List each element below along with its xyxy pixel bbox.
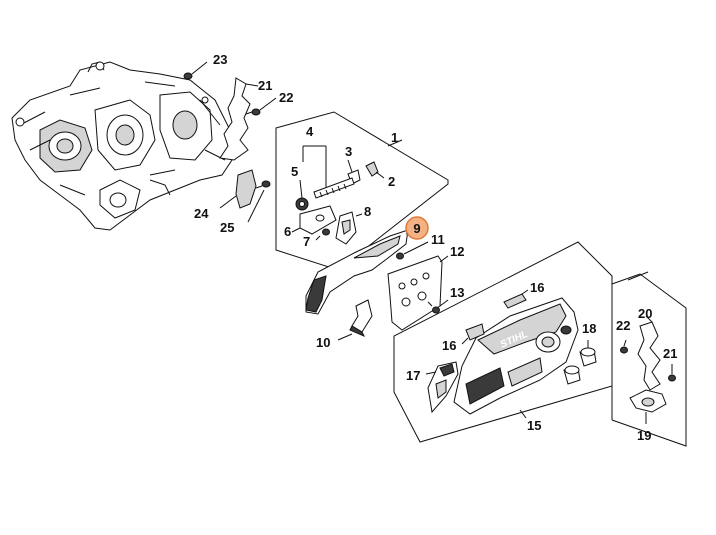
callout-26: 24	[194, 206, 209, 221]
engine-housing	[11, 61, 233, 231]
part-15-sprocket-cover: STIHL	[453, 297, 579, 415]
group-1-frame	[275, 111, 449, 271]
part-10-chain-guard	[305, 229, 409, 341]
part-16-top-pad	[503, 289, 529, 309]
callout-12: 12	[450, 244, 464, 259]
part-22-screw	[620, 339, 628, 354]
part-12-plate	[387, 255, 449, 331]
part-3-tensioner	[313, 169, 361, 199]
callout-16-top: 16	[530, 280, 544, 295]
callout-4: 4	[306, 124, 314, 139]
part-19-plate	[629, 389, 667, 424]
part-2-bracket	[365, 161, 385, 179]
callout-22: 22	[616, 318, 630, 333]
callout-20: 20	[638, 306, 652, 321]
part-8-piece	[335, 211, 363, 245]
callout-10: 10	[316, 335, 330, 350]
group-19-frame	[611, 271, 687, 447]
part-6-slide	[291, 205, 337, 235]
callout-9[interactable]: 9	[413, 221, 420, 236]
callout-8: 8	[364, 204, 371, 219]
callout-23: 21	[258, 78, 272, 93]
part-16-left-pad	[461, 323, 485, 345]
callout-17: 17	[406, 368, 420, 383]
callout-6: 6	[284, 224, 291, 239]
part-24-screw	[245, 97, 277, 116]
callout-25: 23	[213, 52, 227, 67]
callout-11: 11	[431, 232, 445, 247]
callout-16-left: 16	[442, 338, 456, 353]
group-15-frame	[393, 241, 613, 443]
callout-9-circle[interactable]	[405, 216, 429, 240]
callout-18: 18	[582, 321, 596, 336]
part-7-screw	[315, 228, 330, 241]
callout-1: 1	[391, 130, 398, 145]
callout-5: 5	[291, 164, 298, 179]
part-27-screw	[247, 180, 271, 223]
part-26-catcher	[219, 169, 257, 209]
part-13-screw	[427, 299, 449, 314]
part-25-screw	[183, 61, 208, 80]
callout-2: 2	[388, 174, 395, 189]
part-23-plate	[219, 77, 259, 161]
callout-13: 13	[450, 285, 464, 300]
callout-19: 19	[637, 428, 651, 443]
part-20-catcher	[637, 315, 661, 391]
part-17-insert	[425, 361, 459, 414]
callout-21: 21	[663, 346, 677, 361]
callout-7: 7	[303, 234, 310, 249]
part-18-nuts	[563, 340, 597, 385]
callout-15: 15	[527, 418, 541, 433]
callout-labels: 23 21 22 24 25 1 4 3 5 2 8 6 7 9 11 12 1…	[194, 52, 677, 443]
part-11-screw	[396, 241, 429, 260]
callout-3: 3	[345, 144, 352, 159]
callout-27: 25	[220, 220, 234, 235]
part-5-gear	[295, 197, 309, 211]
part-21-screw	[668, 364, 676, 382]
callout-24: 22	[279, 90, 293, 105]
callout-9-highlight[interactable]: 9	[405, 216, 429, 240]
